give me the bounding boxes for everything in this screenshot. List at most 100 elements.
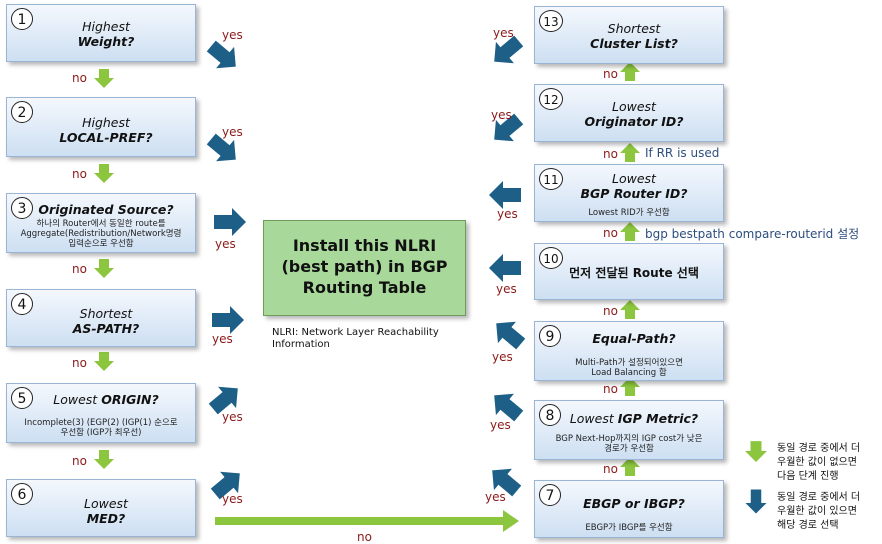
no-label: no bbox=[603, 67, 618, 81]
no-label: no bbox=[72, 356, 87, 370]
yes-label: yes bbox=[497, 207, 518, 221]
install-best-path-box: Install this NLRI (best path) in BGP Rou… bbox=[263, 220, 466, 316]
step-10-box: 10 먼저 전달된 Route 선택 bbox=[534, 243, 724, 300]
step-question-line1: Lowest bbox=[84, 496, 128, 511]
no-label: no bbox=[603, 304, 618, 318]
step-number: 6 bbox=[11, 483, 33, 505]
legend-blue-text: 동일 경로 중에서 더 우월한 값이 있으면 해당 경로 선택 bbox=[777, 491, 860, 533]
no-arrow-2 bbox=[94, 164, 114, 183]
yes-label: yes bbox=[491, 108, 512, 122]
step-number: 4 bbox=[11, 293, 33, 315]
yes-label: yes bbox=[493, 26, 514, 40]
legend-green-line2: 우월한 값이 없으면 bbox=[777, 457, 857, 468]
step-note-line1: BGP Next-Hop까지의 IGP cost가 낮은 bbox=[555, 434, 703, 444]
step-12-box: 12 Lowest Originator ID? bbox=[534, 84, 724, 142]
no-label: no bbox=[357, 530, 372, 544]
yes-label: yes bbox=[490, 418, 511, 432]
no-arrow-6 bbox=[215, 510, 519, 532]
no-label: no bbox=[72, 454, 87, 468]
step-11-box: 11 Lowest BGP Router ID? Lowest RID가 우선함 bbox=[534, 164, 724, 222]
legend-green-arrow bbox=[745, 441, 767, 462]
legend-blue-line2: 우월한 값이 있으면 bbox=[777, 506, 857, 517]
no-arrow-4 bbox=[94, 352, 114, 371]
yes-arrow-10 bbox=[489, 254, 521, 282]
if-rr-note: If RR is used bbox=[645, 146, 720, 160]
step-question: EBGP or IBGP? bbox=[583, 496, 685, 511]
step-question: Equal-Path? bbox=[592, 331, 676, 346]
yes-arrow-9 bbox=[487, 312, 530, 355]
step-8-box: 8 Lowest IGP Metric? BGP Next-Hop까지의 IGP… bbox=[534, 400, 724, 460]
step-note-line3: 입력순으로 우선함 bbox=[68, 239, 134, 249]
no-label: no bbox=[603, 462, 618, 476]
legend-green-line1: 동일 경로 중에서 더 bbox=[777, 443, 861, 454]
step-note-line1: Multi-Path가 설정되어있으면 bbox=[575, 358, 683, 368]
center-line1: Install this NLRI bbox=[292, 236, 437, 255]
yes-label: yes bbox=[496, 282, 517, 296]
step-note-line1: 하나의 Router에서 동일한 route를 bbox=[36, 219, 166, 229]
no-arrow-3 bbox=[94, 259, 114, 278]
no-label: no bbox=[603, 226, 618, 240]
legend-blue-line3: 해당 경로 선택 bbox=[777, 520, 839, 531]
step-question-b: ORIGIN? bbox=[101, 392, 159, 407]
nlri-note: NLRI: Network Layer Reachability Informa… bbox=[272, 327, 439, 351]
step-question-line1: Shortest bbox=[79, 306, 133, 321]
nlri-note-line2: Information bbox=[272, 339, 330, 350]
step-note-line2: 우선함 (IGP가 최우선) bbox=[60, 428, 142, 438]
step-question-b: IGP Metric? bbox=[617, 411, 699, 426]
step-number: 2 bbox=[11, 101, 33, 123]
step-note-line1: Incomplete(3) (EGP(2) (IGP(1) 순으로 bbox=[24, 418, 178, 428]
no-label: no bbox=[603, 382, 618, 396]
step-number: 8 bbox=[539, 404, 561, 426]
yes-arrow-11 bbox=[489, 181, 521, 209]
yes-label: yes bbox=[222, 28, 243, 42]
step-number: 3 bbox=[11, 197, 33, 219]
bgp-bestpath-note: bgp bestpath compare-routerid 설정 bbox=[645, 227, 860, 241]
step-question-line2: Weight? bbox=[77, 34, 135, 49]
step-question-line2: LOCAL-PREF? bbox=[59, 130, 153, 145]
step-number: 12 bbox=[539, 88, 563, 110]
no-arrow-10 bbox=[620, 222, 640, 241]
step-question-line2: Originator ID? bbox=[584, 114, 684, 129]
no-label: no bbox=[72, 71, 87, 85]
nlri-note-line1: NLRI: Network Layer Reachability bbox=[272, 327, 439, 338]
no-arrow-11 bbox=[620, 143, 640, 162]
step-number: 1 bbox=[11, 8, 33, 30]
step-question-line2: MED? bbox=[86, 511, 126, 526]
no-label: no bbox=[72, 262, 87, 276]
step-1-box: 1 Highest Weight? bbox=[6, 4, 196, 62]
yes-label: yes bbox=[212, 332, 233, 346]
step-note-line2: Aggregate(Redistribution/Network명령 bbox=[20, 229, 182, 239]
no-arrow-1 bbox=[94, 69, 114, 88]
no-arrow-5 bbox=[94, 450, 114, 469]
legend-green-line3: 다음 단계 진행 bbox=[777, 471, 839, 482]
step-4-box: 4 Shortest AS-PATH? bbox=[6, 289, 196, 347]
yes-label: yes bbox=[222, 492, 243, 506]
step-2-box: 2 Highest LOCAL-PREF? bbox=[6, 97, 196, 157]
no-arrow-12 bbox=[620, 62, 640, 81]
step-question-a: Lowest bbox=[53, 392, 102, 407]
step-note-line2: 경로가 우선함 bbox=[604, 444, 654, 454]
step-question-line2: AS-PATH? bbox=[72, 321, 140, 336]
step-number: 9 bbox=[539, 325, 561, 347]
no-label: no bbox=[603, 147, 618, 161]
step-number: 7 bbox=[539, 484, 561, 506]
center-line3: Routing Table bbox=[302, 278, 427, 297]
step-question-line1: Shortest bbox=[607, 21, 661, 36]
yes-label: yes bbox=[492, 350, 513, 364]
no-arrow-9 bbox=[620, 300, 640, 319]
step-9-box: 9 Equal-Path? Multi-Path가 설정되어있으면 Load B… bbox=[534, 321, 724, 381]
step-question-line1: Lowest bbox=[612, 171, 656, 186]
step-question-a: Lowest bbox=[569, 411, 618, 426]
yes-arrow-3 bbox=[214, 208, 246, 236]
legend-green-text: 동일 경로 중에서 더 우월한 값이 없으면 다음 단계 진행 bbox=[777, 442, 860, 484]
step-number: 10 bbox=[539, 247, 563, 269]
step-note-line2: Load Balancing 함 bbox=[591, 368, 667, 378]
step-3-box: 3 Originated Source? 하나의 Router에서 동일한 ro… bbox=[6, 193, 196, 253]
step-question-line1: Highest bbox=[82, 115, 130, 130]
step-question-line2: Cluster List? bbox=[590, 36, 678, 51]
yes-arrow-4 bbox=[212, 306, 244, 334]
yes-label: yes bbox=[215, 237, 236, 251]
step-note: EBGP가 IBGP를 우선함 bbox=[585, 523, 673, 533]
step-note: Lowest RID가 우선함 bbox=[588, 208, 670, 218]
